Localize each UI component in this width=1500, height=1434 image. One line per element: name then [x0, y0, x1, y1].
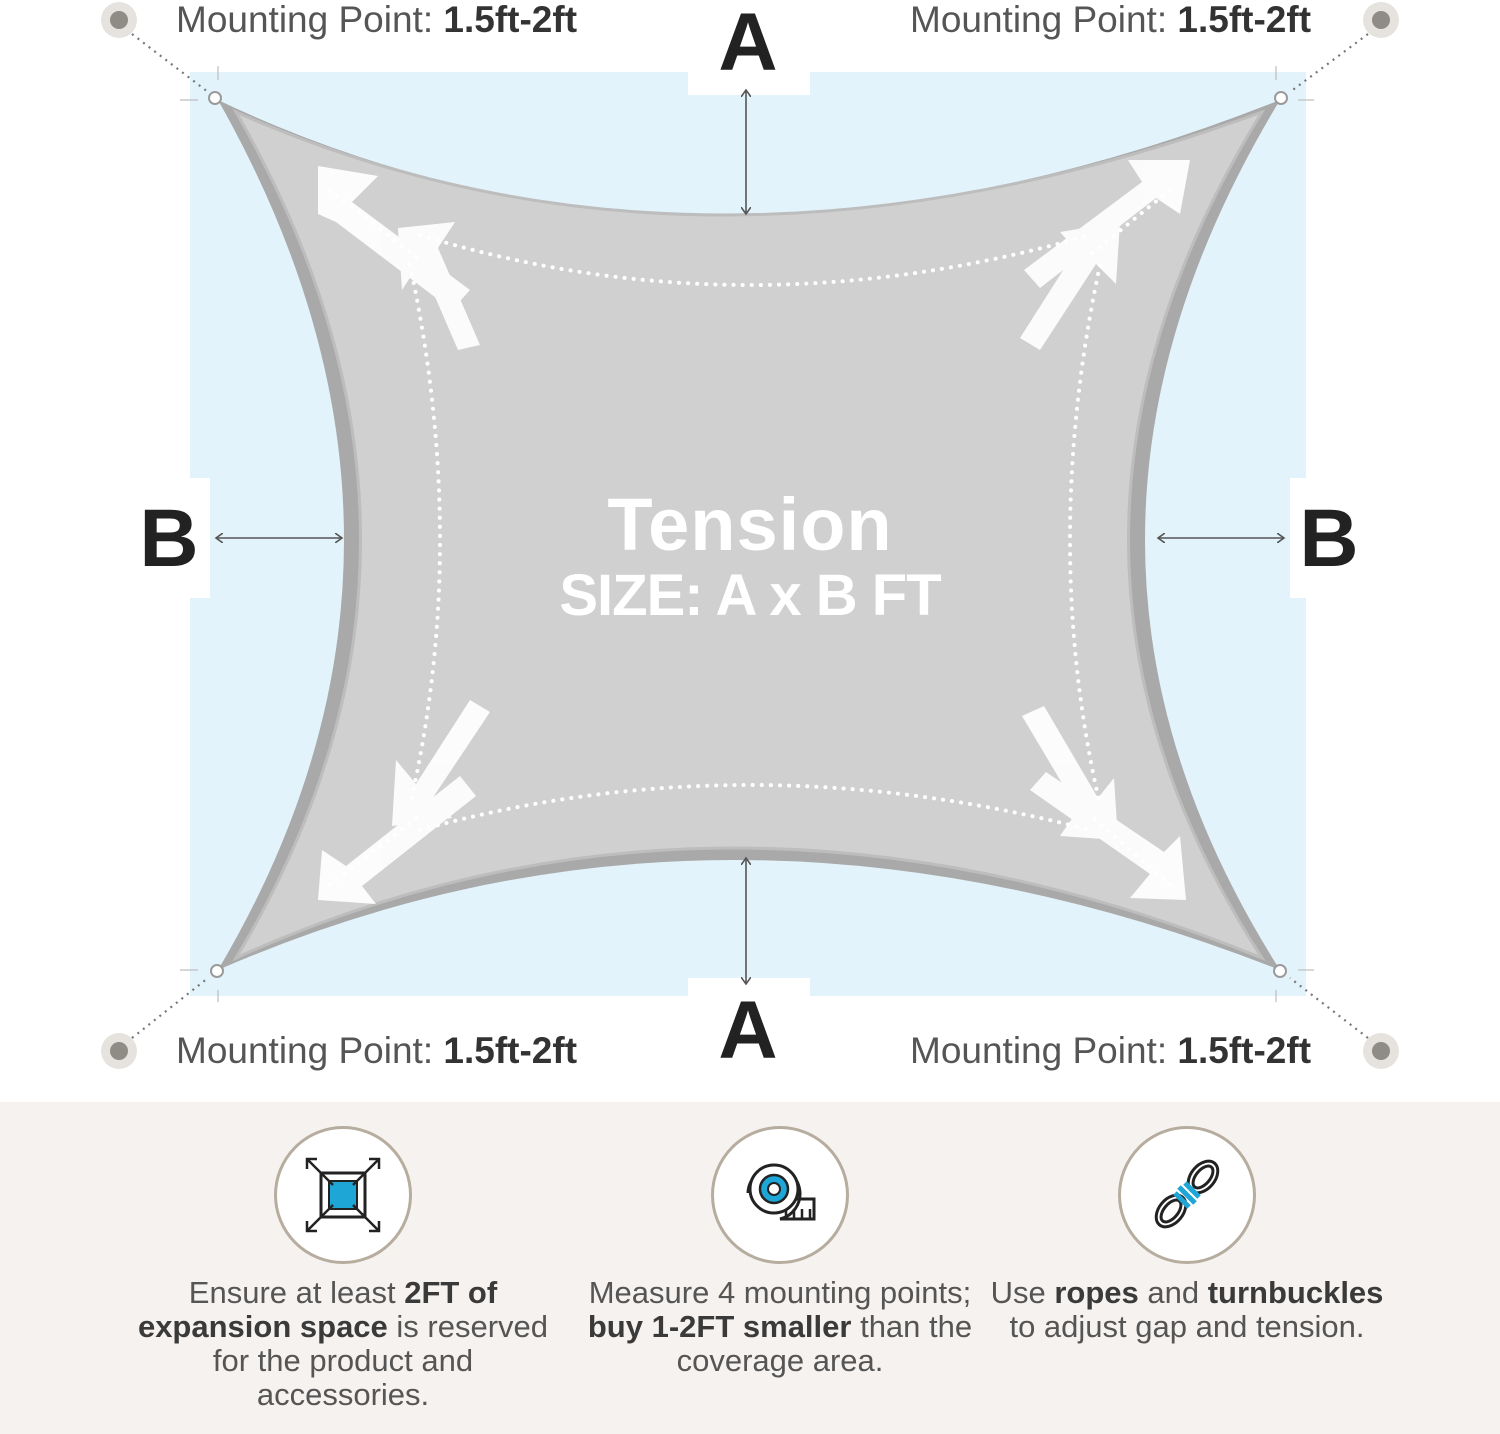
tip-ropes-text: Use ropes and turnbuckles to adjust gap …: [990, 1275, 1384, 1344]
shade-sail-diagram: Mounting Point: 1.5ft-2ft Mounting Point…: [101, 0, 1399, 1076]
rope-coil-icon: [1118, 1126, 1256, 1264]
mounting-point-label-top-right: Mounting Point: 1.5ft-2ft: [910, 0, 1312, 40]
tips-footer: Ensure at least 2FT of expansion space i…: [0, 1102, 1500, 1434]
size-label: SIZE: A x B FT: [559, 563, 941, 628]
measuring-tape-icon: [711, 1126, 849, 1264]
sail-drawing: [101, 2, 1399, 1069]
mounting-point-label-top-left: Mounting Point: 1.5ft-2ft: [176, 0, 578, 40]
tip-expansion-text: Ensure at least 2FT of expansion space i…: [137, 1275, 549, 1412]
expansion-square-icon: [274, 1126, 412, 1264]
dimension-b-left: B: [139, 493, 199, 584]
dimension-a-bottom: A: [718, 985, 778, 1076]
sail-body: [236, 112, 1262, 958]
dimension-b-right: B: [1299, 493, 1359, 584]
mounting-point-label-bottom-left: Mounting Point: 1.5ft-2ft: [176, 1030, 578, 1071]
dimension-a-top: A: [718, 0, 778, 88]
tip-measure-text: Measure 4 mounting points; buy 1-2FT sma…: [587, 1275, 973, 1378]
tension-title: Tension: [607, 483, 893, 566]
mounting-point-label-bottom-right: Mounting Point: 1.5ft-2ft: [910, 1030, 1312, 1071]
mount-markers: [101, 2, 1399, 1069]
